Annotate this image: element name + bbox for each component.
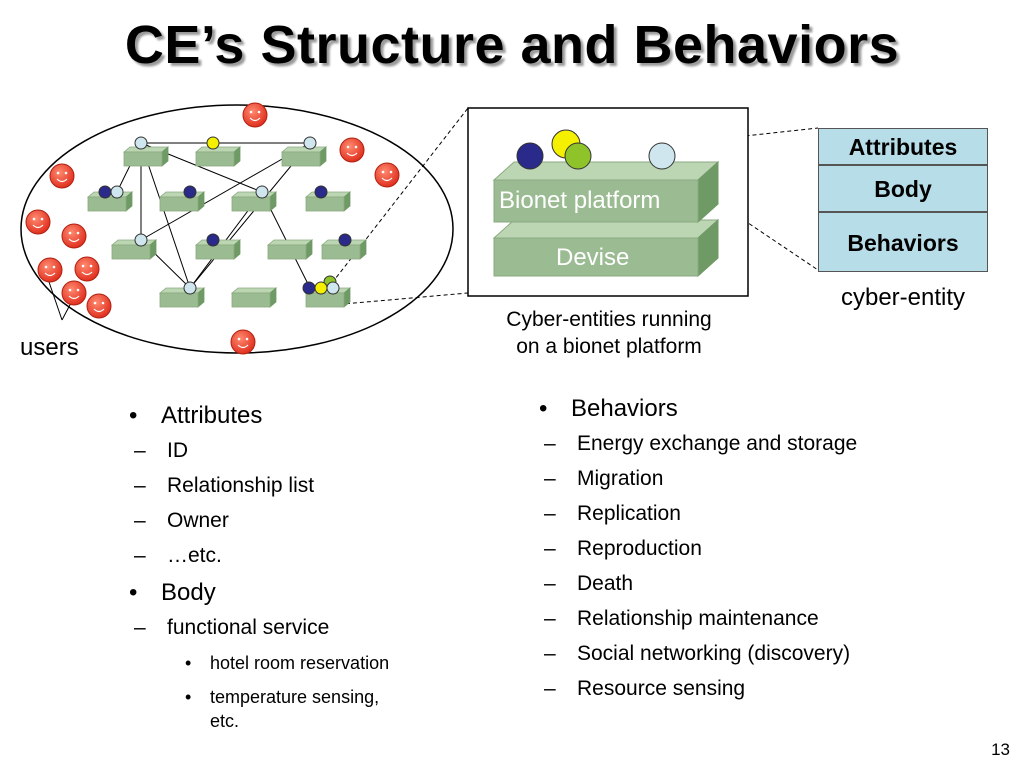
network-node	[314, 281, 328, 295]
cyber-entity-caption: cyber-entity	[840, 284, 966, 311]
network-nodes	[98, 136, 352, 295]
user-face-icon	[25, 209, 51, 235]
user-face-icon	[242, 102, 268, 128]
platform-caption-line-1: Cyber-entities running	[506, 308, 712, 331]
behavior-item: Death	[530, 572, 1010, 596]
behavior-item: Relationship maintenance	[530, 607, 1010, 631]
entity-green	[564, 142, 592, 170]
ce-attributes-cell: Attributes	[818, 128, 988, 165]
user-face-icon	[374, 162, 400, 188]
network-node	[134, 136, 148, 150]
entity-light-blue	[648, 142, 676, 170]
page-number: 13	[991, 740, 1010, 759]
network-platform	[158, 287, 206, 308]
network-ellipse	[20, 104, 454, 354]
network-platform	[122, 146, 170, 167]
behavior-item: Migration	[530, 467, 1010, 491]
network-node	[326, 281, 340, 295]
device-label: Devise	[556, 244, 630, 271]
service-item-line: temperature sensing,	[210, 687, 380, 707]
platform-caption: Cyber-entities running on a bionet platf…	[470, 306, 748, 360]
network-node	[98, 185, 112, 199]
network-platform	[280, 146, 328, 167]
attributes-bullet: Attributes	[120, 402, 500, 430]
service-item: hotel room reservation	[120, 651, 500, 675]
attribute-item: Owner	[120, 509, 500, 533]
entity-navy	[516, 142, 544, 170]
user-face-icon	[61, 280, 87, 306]
network-node	[183, 281, 197, 295]
network-node	[338, 233, 352, 247]
network-node	[110, 185, 124, 199]
network-node	[206, 136, 220, 150]
behavior-item: Replication	[530, 502, 1010, 526]
ce-body-cell: Body	[818, 165, 988, 212]
network-node	[303, 136, 317, 150]
platform-caption-line-2: on a bionet platform	[516, 335, 702, 358]
network-node	[206, 233, 220, 247]
behavior-item: Resource sensing	[530, 677, 1010, 701]
user-face-icon	[230, 329, 256, 355]
user-face-icon	[339, 137, 365, 163]
network-node	[134, 233, 148, 247]
user-face-icon	[61, 223, 87, 249]
network-platform	[230, 191, 278, 212]
network-node	[183, 185, 197, 199]
service-item: temperature sensing, etc.	[120, 685, 500, 733]
behavior-item: Reproduction	[530, 537, 1010, 561]
network-node	[255, 185, 269, 199]
ce-behaviors-cell: Behaviors	[818, 212, 988, 272]
users-label: users	[20, 334, 79, 361]
network-platforms	[86, 146, 368, 308]
slide-title: CE’s Structure and Behaviors	[124, 15, 900, 75]
behavior-item: Social networking (discovery)	[530, 642, 1010, 666]
network-platform	[304, 191, 352, 212]
user-face-icon	[74, 256, 100, 282]
network-platform	[194, 146, 242, 167]
user-faces	[25, 102, 400, 355]
attribute-item: Relationship list	[120, 474, 500, 498]
network-node	[302, 281, 316, 295]
user-face-icon	[86, 293, 112, 319]
device-slab	[492, 218, 720, 278]
bionet-platform-label: Bionet platform	[499, 187, 661, 214]
network-platform	[266, 239, 314, 260]
network-node	[314, 185, 328, 199]
network-platform	[230, 287, 278, 308]
right-bullet-list: Behaviors Energy exchange and storage Mi…	[530, 395, 1010, 712]
body-bullet: Body	[120, 579, 500, 607]
behaviors-bullet: Behaviors	[530, 395, 1010, 423]
behavior-item: Energy exchange and storage	[530, 432, 1010, 456]
network-platform	[158, 191, 206, 212]
left-bullet-list: Attributes ID Relationship list Owner …e…	[120, 402, 500, 733]
body-sub-item: functional service	[120, 616, 500, 640]
user-face-icon	[37, 257, 63, 283]
network-platform	[110, 239, 158, 260]
attribute-item: ID	[120, 439, 500, 463]
attribute-item: …etc.	[120, 544, 500, 568]
user-face-icon	[49, 163, 75, 189]
service-item-line: etc.	[210, 711, 240, 731]
